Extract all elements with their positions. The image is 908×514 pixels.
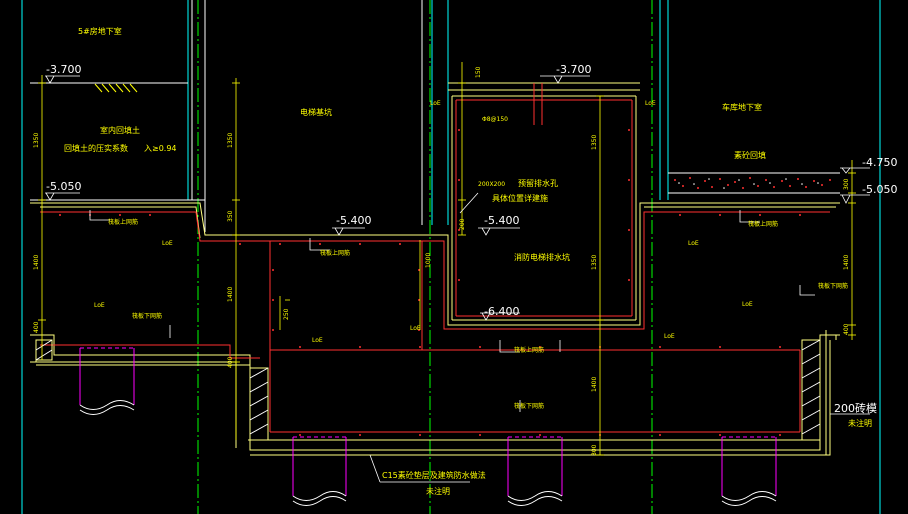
label-c15-2: 未注明 [426, 486, 450, 496]
axis-lines [197, 0, 653, 514]
dim-250-left: 250 [283, 308, 290, 320]
label-elev-m3700-left: -3.700 [46, 63, 81, 76]
label-upper-mesh-2: 筏板上网筋 [320, 249, 350, 257]
structural-walls [30, 0, 840, 232]
label-rebar-spec: Φ8@150 [482, 116, 508, 123]
brick-hatch [35, 339, 821, 441]
label-loe-5: LoE [645, 100, 656, 107]
concrete-outline [30, 82, 840, 456]
label-elev-m4750: -4.750 [862, 156, 897, 169]
dim-350-mid: 350 [227, 210, 234, 222]
label-upper-mesh-4: 筏板上网筋 [514, 346, 544, 354]
label-basement-left: 5#房地下室 [78, 26, 122, 36]
label-elev-m3700-mid: -3.700 [556, 63, 591, 76]
label-backfill-right: 素砼回填 [734, 150, 766, 160]
label-loe-6: LoE [410, 325, 421, 332]
dim-1400-mid: 1400 [227, 287, 234, 302]
pile-3 [507, 436, 563, 506]
label-fire-pit: 消防电梯排水坑 [514, 252, 570, 262]
rebar-lines [40, 83, 830, 433]
label-loe-3: LoE [312, 337, 323, 344]
soil-hatch [94, 83, 138, 93]
label-upper-mesh-1: 筏板上网筋 [108, 218, 138, 226]
dim-300-far: 300 [843, 178, 850, 190]
label-upper-mesh-3: 筏板上网筋 [748, 220, 778, 228]
dim-400-left: 400 [33, 321, 40, 333]
label-brick-2: 未注明 [848, 418, 872, 428]
label-elev-m5400-mid: -5.400 [336, 214, 371, 227]
label-loe-4: LoE [430, 100, 441, 107]
dim-1400-far: 1400 [843, 255, 850, 270]
elevation-markers [45, 75, 851, 321]
label-lower-mesh-1: 筏板下网筋 [132, 312, 162, 320]
cyan-lines [21, 0, 881, 514]
labels: 5#房地下室 -3.700 室内回填土 回填土的压实系数 入≥0.94 -5.0… [46, 26, 897, 496]
dim-400-mid: 400 [227, 356, 234, 368]
label-backfill-3: 入≥0.94 [144, 144, 177, 153]
dim-1350-pit: 1350 [591, 255, 598, 270]
dimension-lines [38, 62, 856, 456]
label-lower-mesh-2: 筏板下网筋 [514, 402, 544, 410]
label-loe-7: LoE [664, 333, 675, 340]
dim-1400-left: 1400 [33, 255, 40, 270]
dim-150-mid: 150 [475, 66, 482, 78]
label-drain-1: 200X200 [478, 181, 505, 188]
label-brick-1: 200砖模 [834, 401, 877, 415]
pile-2 [292, 436, 347, 506]
label-lower-mesh-3: 筏板下网筋 [818, 282, 848, 290]
label-elev-m5050-left: -5.050 [46, 180, 81, 193]
label-elevator-pit: 电梯基坑 [300, 107, 332, 117]
dim-1400-right: 1400 [591, 377, 598, 392]
backfill-speckle [674, 177, 831, 189]
dim-1350-right: 1350 [591, 135, 598, 150]
label-elev-m5400-right: -5.400 [484, 214, 519, 227]
dim-1000-mid: 1000 [425, 253, 432, 268]
label-loe-2: LoE [94, 302, 105, 309]
pile-1 [79, 347, 135, 415]
label-drain-3: 具体位置详建施 [492, 193, 548, 203]
label-backfill-1: 室内回填土 [100, 125, 140, 135]
label-loe-9: LoE [688, 240, 699, 247]
label-backfill-2: 回填土的压实系数 [64, 143, 128, 153]
label-basement-right: 车库地下室 [722, 102, 762, 112]
label-c15-1: C15素砼垫层及建筑防水做法 [382, 470, 486, 480]
dim-200-mid: 200 [459, 218, 466, 230]
leader-lines [45, 75, 870, 483]
backfill-speckle-white [678, 178, 819, 189]
pile-4 [721, 436, 777, 506]
dim-1350-left: 1350 [33, 133, 40, 148]
piles [79, 347, 777, 506]
dim-300-right: 300 [591, 444, 598, 456]
label-drain-2: 预留排水孔 [518, 178, 558, 188]
dimension-texts: 1350 1400 400 1350 350 1400 400 150 1000… [33, 66, 850, 456]
label-elev-m6400: -6.400 [484, 305, 519, 318]
label-elev-m5050-right: -5.050 [862, 183, 897, 196]
dim-400-far: 400 [843, 323, 850, 335]
label-loe-8: LoE [742, 301, 753, 308]
label-loe-1: LoE [162, 240, 173, 247]
dim-1350-mid: 1350 [227, 133, 234, 148]
